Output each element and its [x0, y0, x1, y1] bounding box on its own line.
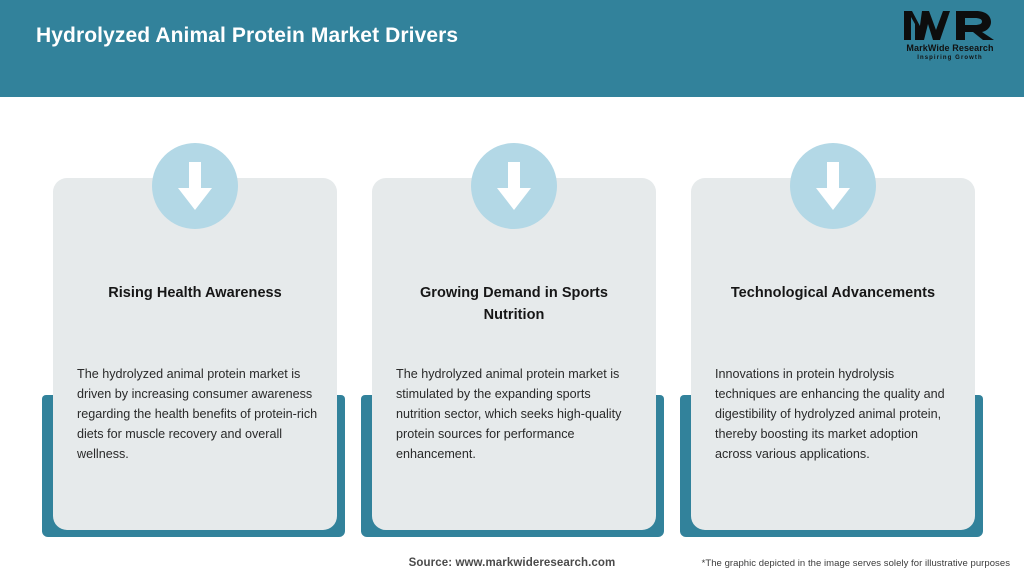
card-title: Rising Health Awareness	[108, 285, 282, 301]
disclaimer-note: *The graphic depicted in the image serve…	[701, 558, 1010, 569]
driver-card-2: Growing Demand in Sports Nutrition The h…	[361, 143, 667, 543]
card-body-text: The hydrolyzed animal protein market is …	[77, 367, 318, 461]
card-panel: Rising Health Awareness The hydrolyzed a…	[53, 178, 337, 530]
card-title: Technological Advancements	[730, 285, 936, 301]
logo-company-name: MarkWide Research	[906, 43, 994, 53]
down-arrow-icon	[471, 143, 557, 229]
header-bar: Hydrolyzed Animal Protein Market Drivers…	[0, 0, 1024, 97]
page-title: Hydrolyzed Animal Protein Market Drivers	[36, 24, 459, 47]
card-panel: Technological Advancements Innovations i…	[691, 178, 975, 530]
driver-card-3: Technological Advancements Innovations i…	[680, 143, 986, 543]
brand-logo: MarkWide Research Inspiring Growth	[894, 8, 1006, 66]
card-title: Growing Demand in Sports Nutrition	[419, 285, 609, 323]
down-arrow-icon	[152, 143, 238, 229]
mwr-logo-icon	[904, 11, 994, 40]
down-arrow-icon	[790, 143, 876, 229]
card-panel: Growing Demand in Sports Nutrition The h…	[372, 178, 656, 530]
card-body-text: Innovations in protein hydrolysis techni…	[715, 367, 945, 461]
logo-tagline: Inspiring Growth	[917, 55, 983, 61]
source-label: Source: www.markwideresearch.com	[408, 557, 616, 569]
driver-card-1: Rising Health Awareness The hydrolyzed a…	[42, 143, 348, 543]
card-body-text: The hydrolyzed animal protein market is …	[396, 367, 622, 461]
